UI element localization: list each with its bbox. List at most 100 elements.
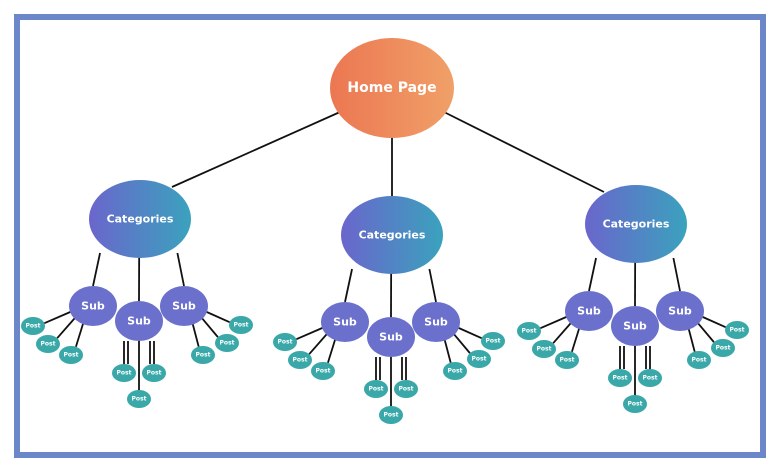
post-node-label: Post [692,357,707,364]
category-node: Categories [89,180,191,258]
post-node: Post [288,351,312,369]
post-node: Post [21,317,45,335]
sub-node-shape [367,317,415,357]
sub-node-shape [565,291,613,331]
sub-node-shape [321,302,369,342]
category-node-shape [89,180,191,258]
post-node-label: Post [234,322,249,329]
edge-sub-post [702,316,726,328]
edge-home-category [171,111,341,188]
edge-sub-post [296,327,323,340]
post-node-label: Post [486,338,501,345]
sub-node-label: Sub [623,320,647,333]
post-node-shape [467,350,491,368]
sub-node-label: Sub [333,316,357,329]
sub-node: Sub [656,291,704,331]
sub-node: Sub [321,302,369,342]
post-node-label: Post [560,357,575,364]
sub-node-shape [115,301,163,341]
post-node: Post [467,350,491,368]
post-node-label: Post [716,345,731,352]
sub-node-label: Sub [127,315,151,328]
post-node: Post [59,346,83,364]
post-node: Post [711,339,735,357]
post-node: Post [725,321,749,339]
edge-category-sub [344,268,353,303]
sub-node-label: Sub [379,331,403,344]
sub-node-shape [611,306,659,346]
post-node-label: Post [628,401,643,408]
edge-category-sub [672,257,681,292]
post-node-label: Post [643,375,658,382]
home-page-node-label: Home Page [347,80,436,96]
sub-node-shape [412,302,460,342]
post-node: Post [311,362,335,380]
edge-sub-post [44,311,71,324]
post-node-shape [273,333,297,351]
post-node-shape [623,395,647,413]
edge-sub-post [206,311,230,323]
edge-sub-post [75,323,85,348]
post-node: Post [127,390,151,408]
edge-sub-post [571,328,581,353]
post-node-shape [394,380,418,398]
edge-category-sub [176,252,185,287]
post-node-label: Post [730,327,745,334]
edge-category-sub [588,257,597,292]
sub-node: Sub [565,291,613,331]
post-node-label: Post [293,357,308,364]
post-node-shape [608,369,632,387]
sub-node: Sub [611,306,659,346]
post-node-shape [215,334,239,352]
sub-node-shape [656,291,704,331]
post-node-shape [21,317,45,335]
category-node-shape [585,185,687,263]
post-node-label: Post [472,356,487,363]
post-node: Post [555,351,579,369]
post-node-label: Post [613,375,628,382]
post-node-label: Post [132,396,147,403]
sub-node: Sub [69,286,117,326]
post-node: Post [608,369,632,387]
post-node-shape [364,380,388,398]
edge-sub-post [540,316,567,329]
category-node-shape [341,196,443,274]
post-node-label: Post [369,386,384,393]
post-node: Post [36,335,60,353]
category-node-label: Categories [359,229,426,242]
post-node-shape [229,316,253,334]
category-node-label: Categories [603,218,670,231]
post-node-shape [112,364,136,382]
post-node-shape [638,369,662,387]
post-node: Post [273,333,297,351]
post-node-shape [687,351,711,369]
post-node-shape [481,332,505,350]
post-node-shape [532,340,556,358]
diagram-frame [14,14,766,458]
sub-node-label: Sub [424,316,448,329]
post-node-label: Post [448,368,463,375]
post-node-label: Post [220,340,235,347]
post-node: Post [394,380,418,398]
post-node-shape [517,322,541,340]
post-node: Post [623,395,647,413]
edge-sub-post [201,317,219,338]
category-node-label: Categories [107,213,174,226]
post-node-shape [711,339,735,357]
post-node-shape [191,346,215,364]
post-node-label: Post [64,352,79,359]
edge-sub-post [327,339,337,364]
sub-node-label: Sub [81,300,105,313]
post-node-shape [142,364,166,382]
edge-sub-post [453,333,471,354]
post-node-shape [36,335,60,353]
edge-sub-post [552,322,572,344]
category-node: Categories [341,196,443,274]
edge-sub-post [687,328,696,352]
post-node-label: Post [26,323,41,330]
category-node: Categories [585,185,687,263]
sub-node-shape [69,286,117,326]
edge-sub-post [697,322,715,343]
sub-node-label: Sub [577,305,601,318]
sub-node-label: Sub [172,300,196,313]
